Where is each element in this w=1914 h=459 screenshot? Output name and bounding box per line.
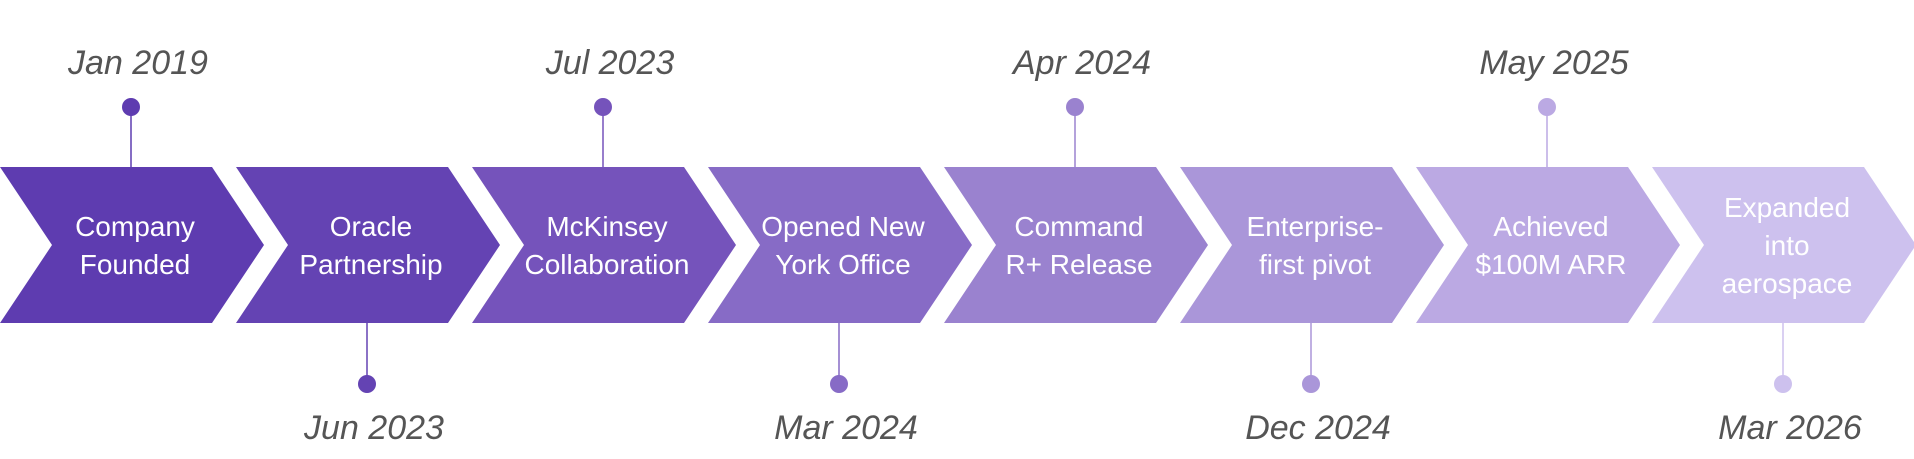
event-date: Apr 2024 (1011, 44, 1151, 82)
event-label: aerospace (1722, 268, 1853, 299)
milestone-dot (1302, 375, 1320, 393)
milestone-dot (122, 98, 140, 116)
event-date: Jan 2019 (67, 44, 208, 82)
event-date: May 2025 (1479, 44, 1628, 82)
event-label: Partnership (299, 249, 442, 280)
event-label: Command (1014, 211, 1143, 242)
chevron-arrow (1180, 167, 1444, 323)
event-label: Company (75, 211, 195, 242)
event-label: R+ Release (1005, 249, 1152, 280)
event-label: Achieved (1493, 211, 1608, 242)
chevron-arrow (472, 167, 736, 323)
event-label: Opened New (761, 211, 925, 242)
event-label: McKinsey (546, 211, 667, 242)
event-date: Jul 2023 (545, 44, 675, 82)
milestone-dot (830, 375, 848, 393)
milestone-dot (1538, 98, 1556, 116)
event-date: Jun 2023 (303, 409, 444, 447)
timeline-event: Command R+ Release Apr 2024 (944, 44, 1208, 323)
event-label: first pivot (1259, 249, 1371, 280)
event-date: Mar 2024 (774, 409, 918, 447)
milestone-dot (1066, 98, 1084, 116)
event-date: Dec 2024 (1245, 409, 1391, 447)
event-label: into (1764, 230, 1809, 261)
event-label: Enterprise- (1247, 211, 1384, 242)
event-label: Collaboration (525, 249, 690, 280)
timeline-event: Achieved $100M ARR May 2025 (1416, 44, 1680, 323)
chevron-arrow (1652, 167, 1914, 323)
chevron-arrow (1416, 167, 1680, 323)
chevron-arrow (236, 167, 500, 323)
chevron-arrow (0, 167, 264, 323)
chevron-arrow (708, 167, 972, 323)
event-label: $100M ARR (1476, 249, 1627, 280)
milestone-dot (1774, 375, 1792, 393)
event-label: Founded (80, 249, 191, 280)
milestone-dot (594, 98, 612, 116)
event-label: Expanded (1724, 192, 1850, 223)
event-label: York Office (775, 249, 910, 280)
event-label: Oracle (330, 211, 412, 242)
event-date: Mar 2026 (1718, 409, 1862, 447)
chevron-arrow (944, 167, 1208, 323)
milestone-dot (358, 375, 376, 393)
